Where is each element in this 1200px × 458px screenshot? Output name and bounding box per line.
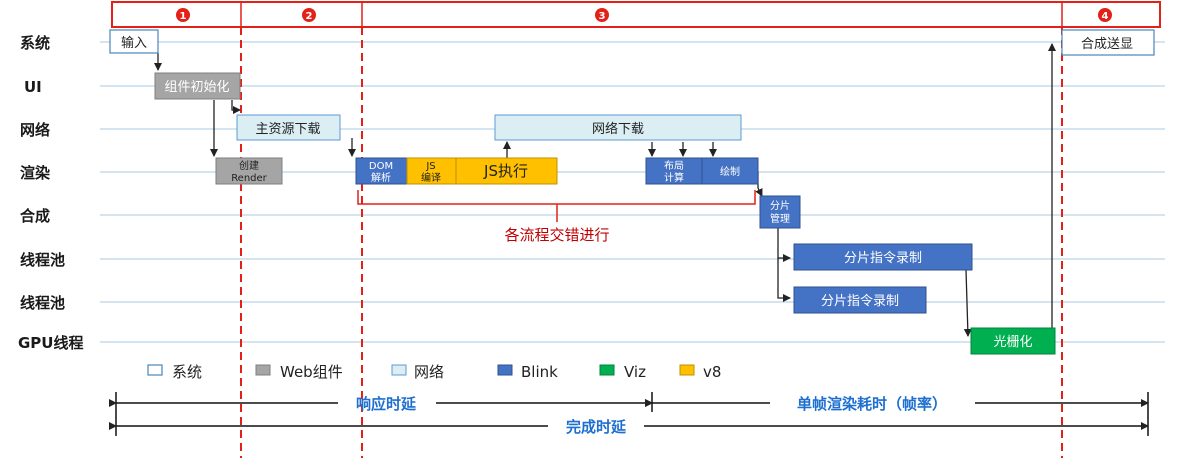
tile-mgmt-label-1: 分片 <box>770 199 790 212</box>
tile-record-label-1: 分片指令录制 <box>844 251 922 266</box>
input-box <box>109 29 159 54</box>
raster-box <box>970 327 1056 355</box>
composite-display-box <box>1061 29 1155 56</box>
phase-badge-3 <box>595 8 609 22</box>
legend-label-web-component: Web组件 <box>280 363 343 381</box>
legend-swatch-viz <box>599 364 615 376</box>
legend-swatch-system <box>147 364 163 376</box>
interleave-note: 各流程交错进行 <box>504 226 609 244</box>
layout-box <box>645 157 703 185</box>
tile-record-box-2 <box>793 286 927 314</box>
dom-parse-label-1: DOM <box>369 161 393 172</box>
input-box-label: 输入 <box>121 35 147 51</box>
phase-header: 1 2 3 4 <box>111 1 1161 28</box>
legend-swatch-blink <box>497 364 513 376</box>
composite-display-label: 合成送显 <box>1081 37 1133 52</box>
phase-number-4: 4 <box>1102 11 1109 22</box>
paint-label: 绘制 <box>720 165 740 178</box>
lane-label-threadpool-1: 线程池 <box>20 251 65 269</box>
legend: 系统 Web组件 网络 Blink Viz v8 <box>147 363 721 381</box>
main-resource-box <box>236 114 341 141</box>
component-init-box <box>154 72 241 100</box>
tile-record-label-2: 分片指令录制 <box>821 294 899 309</box>
interleave-bracket: 各流程交错进行 <box>357 190 756 244</box>
tile-record-box-1 <box>793 243 973 271</box>
frame-time-label: 单帧渲染耗时（帧率） <box>797 395 947 413</box>
lane-labels: 系统 UI 网络 渲染 合成 线程池 线程池 GPU线程 <box>18 34 84 352</box>
legend-swatch-v8 <box>679 364 695 376</box>
phase-badge-4 <box>1098 8 1112 22</box>
lane-label-threadpool-2: 线程池 <box>20 294 65 312</box>
phase-badge-2 <box>302 8 316 22</box>
js-compile-label-1: JS <box>425 161 435 172</box>
legend-label-v8: v8 <box>703 363 721 381</box>
js-compile-label-2: 编译 <box>421 171 441 184</box>
main-resource-label: 主资源下载 <box>255 122 320 137</box>
phase-number-1: 1 <box>180 11 187 22</box>
component-init-label: 组件初始化 <box>164 80 229 95</box>
js-exec-label: JS执行 <box>483 162 528 180</box>
legend-swatch-web-component <box>255 364 271 376</box>
tile-mgmt-box <box>759 195 801 229</box>
phase-number-3: 3 <box>599 11 606 22</box>
net-download-box <box>494 114 742 141</box>
paint-box <box>701 157 759 185</box>
latency-metrics <box>109 392 1149 436</box>
lane-label-ui: UI <box>24 78 42 96</box>
lane-label-composite: 合成 <box>19 207 50 225</box>
completion-latency-label: 完成时延 <box>566 418 627 436</box>
lane-label-system: 系统 <box>20 34 50 52</box>
phase-badge-1 <box>176 8 190 22</box>
create-render-box <box>215 157 283 185</box>
net-download-label: 网络下载 <box>592 121 644 137</box>
legend-label-system: 系统 <box>172 363 202 381</box>
layout-label-1: 布局 <box>664 160 684 172</box>
create-render-label-1: 创建 <box>239 159 259 172</box>
response-latency-label: 响应时延 <box>356 395 417 413</box>
tile-mgmt-label-2: 管理 <box>770 212 790 225</box>
lane-gridlines <box>100 41 1165 343</box>
legend-label-blink: Blink <box>521 363 558 381</box>
legend-label-viz: Viz <box>624 363 646 381</box>
lane-label-network: 网络 <box>20 121 50 139</box>
raster-label: 光栅化 <box>993 335 1032 350</box>
phase-dividers <box>240 27 1063 458</box>
legend-swatch-network <box>391 364 407 376</box>
js-exec-box <box>455 157 558 185</box>
pipeline-boxes: 输入 组件初始化 主资源下载 创建 Render DOM 解析 JS 编译 JS… <box>109 29 1155 355</box>
phase-number-2: 2 <box>306 11 313 22</box>
lane-label-gpu-thread: GPU线程 <box>18 334 84 352</box>
dom-parse-label-2: 解析 <box>371 171 391 184</box>
legend-label-network: 网络 <box>414 363 444 381</box>
create-render-label-2: Render <box>231 173 267 184</box>
lane-label-render: 渲染 <box>20 164 51 182</box>
flow-connectors <box>154 43 1056 340</box>
layout-label-2: 计算 <box>664 171 684 184</box>
js-compile-box <box>406 157 457 185</box>
phase-header-frame <box>111 1 1161 28</box>
